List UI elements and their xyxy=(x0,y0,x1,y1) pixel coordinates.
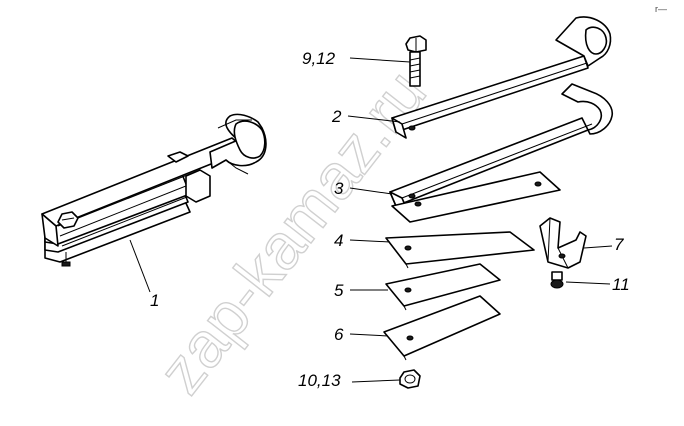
leader-line-4 xyxy=(349,239,391,243)
corner-mark: r— xyxy=(655,4,667,14)
leaf-plate-part-5 xyxy=(385,263,501,311)
main-leaf-part-2 xyxy=(391,16,612,139)
leader-line-9-12 xyxy=(349,57,411,63)
leaf-plate-part-6 xyxy=(383,295,501,361)
leader-line-11 xyxy=(565,281,611,285)
leader-line-1 xyxy=(129,239,151,293)
leaf-plate-3b xyxy=(391,171,561,223)
leaf-plate-part-4 xyxy=(385,231,535,269)
callout-10-13: 10,13 xyxy=(298,371,341,390)
leader-line-6 xyxy=(349,333,389,337)
callout-7: 7 xyxy=(614,235,624,254)
callout-3: 3 xyxy=(334,179,344,198)
callout-11: 11 xyxy=(612,275,630,294)
rivet-part-11 xyxy=(550,271,564,289)
watermark-text: zap-kamaz.ru xyxy=(144,57,439,407)
leader-line-3 xyxy=(349,187,393,195)
callout-2: 2 xyxy=(331,107,342,126)
bolt-part-9-12 xyxy=(405,35,427,87)
callout-5: 5 xyxy=(334,281,344,300)
leader-line-7 xyxy=(583,245,613,249)
leader-line-2 xyxy=(347,115,401,123)
callout-9-12: 9,12 xyxy=(302,49,336,68)
spring-assembly-part-1 xyxy=(41,113,267,267)
callout-4: 4 xyxy=(334,231,343,250)
leader-line-10-13 xyxy=(351,379,401,383)
callout-1: 1 xyxy=(150,291,159,310)
callout-6: 6 xyxy=(334,325,344,344)
nut-part-10-13 xyxy=(399,369,421,389)
bracket-part-7 xyxy=(539,217,587,269)
